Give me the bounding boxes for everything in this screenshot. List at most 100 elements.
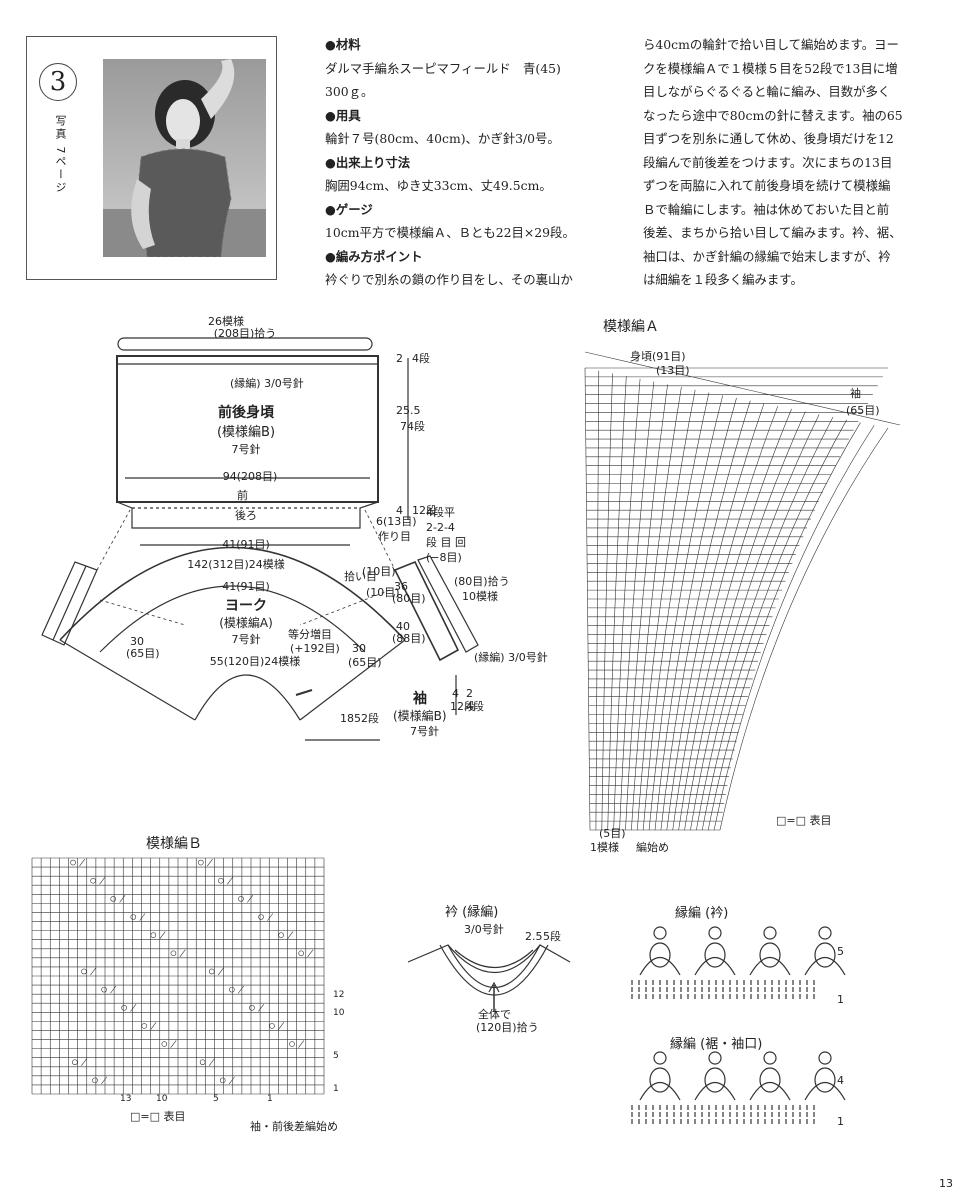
method-line: 袖口は、かぎ針編の縁編で始末しますが、衿 — [643, 248, 891, 264]
collar-pick: 全体で — [478, 1007, 511, 1021]
yoke-width-label: 41(91目) — [222, 580, 270, 593]
yoke-outer-label: 142(312目)24模様 — [187, 557, 285, 571]
yoke-needle: 7号針 — [232, 632, 261, 646]
chart-a-grid — [584, 351, 901, 831]
body-height-3-rows: 12段 — [412, 503, 437, 517]
yoke-side-left-2: (65目) — [126, 647, 160, 660]
chart-b-row-5: 5 — [333, 1051, 339, 1061]
chart-b-col-10: 10 — [156, 1094, 168, 1104]
yoke-side-right: 30 — [352, 642, 366, 655]
method-line: クを模様編Ａで１模様５目を52段で13目に増 — [643, 60, 898, 76]
pattern-number-badge: 3 — [39, 63, 77, 101]
instructions-column-2: ら40cmの輪針で拾い目して編始めます。ヨー クを模様編Ａで１模様５目を52段で… — [643, 33, 918, 292]
yoke-title: ヨーク — [225, 598, 267, 614]
yoke-side-left: 30 — [130, 635, 144, 648]
tools-heading: 用具 — [325, 104, 625, 128]
sleeve-side: 4 — [452, 687, 459, 700]
collar-height: 2.5 — [525, 930, 543, 943]
short-rows-label: 4段平 — [426, 505, 455, 519]
chart-a-body-label: 身頃(91目) — [630, 349, 686, 363]
yoke-increase: 等分増目 — [288, 627, 332, 641]
sleeve-pick: (80目)拾う — [454, 574, 510, 588]
chart-b-col-1: 1 — [267, 1094, 273, 1104]
method-line: 目しながらぐるぐると輪に編み、目数が多く — [643, 84, 891, 99]
size-heading: 出来上り寸法 — [325, 151, 625, 175]
collar-edging-row-5: 5 — [837, 945, 844, 958]
chart-b-row-10: 10 — [333, 1008, 345, 1018]
pickup-10b: (10目) — [366, 586, 400, 599]
instructions-column-1: 材料 ダルマ手編糸スーピマフィールド 青(45) 300ｇ。 用具 輪針７号(8… — [325, 33, 625, 292]
collar-diagram — [407, 944, 571, 1012]
chart-a-bottom-1: (5目) — [599, 827, 626, 840]
back-label: 後ろ — [235, 508, 257, 522]
body-height-2-rows: 74段 — [400, 419, 425, 433]
yoke-increase-2: (+192目) — [290, 642, 340, 655]
chart-b-title: 模様編Ｂ — [146, 836, 202, 852]
chart-a-bottom-3: 編始め — [636, 840, 669, 854]
sleeve-side-4: 4段 — [466, 699, 484, 713]
chart-a-bottom-2: 1模様 — [590, 840, 619, 854]
body-schematic — [41, 337, 479, 741]
method-heading: 編み方ポイント — [325, 245, 625, 269]
photo-page-reference: 写真 7ページ — [54, 115, 67, 195]
short-rows-3: 段 目 回 — [426, 535, 466, 549]
short-rows-4: (−8目) — [426, 551, 462, 564]
hem-edging-title: 縁編 (裾・袖口) — [670, 1036, 762, 1052]
collar-needle: 3/0号針 — [464, 922, 504, 936]
gauge-line: 10cm平方で模様編Ａ、Ｂとも22目×29段。 — [325, 225, 575, 240]
method-line: Ｂで輪編にします。袖は休めておいた目と前 — [643, 201, 890, 217]
chart-b-row-12: 12 — [333, 990, 344, 1000]
method-line: 目ずつを別糸に通して休め、後身頃だけを12 — [643, 131, 894, 146]
sleeve-88: (88目) — [392, 632, 426, 645]
collar-edging-chart — [631, 926, 846, 999]
sleeve-pick-2: 10模様 — [462, 589, 498, 603]
method-line: は細編を１段多く編みます。 — [643, 272, 803, 287]
method-line: 後差、まちから拾い目して編みます。衿、裾、 — [643, 225, 902, 240]
chart-b-start: 袖・前後差編始め — [250, 1119, 338, 1133]
body-title: 前後身頃 — [218, 404, 275, 421]
method-line: 衿ぐりで別糸の鎖の作り目をし、その裏山か — [325, 272, 573, 287]
yoke-inner-label: 55(120目)24模様 — [210, 654, 301, 668]
body-edge-label: (縁編) 3/0号針 — [230, 376, 304, 390]
collar-pick-2: (120目)拾う — [476, 1020, 539, 1034]
chart-a-sleeve-label-2: (65目) — [846, 404, 880, 417]
collar-edging-title: 縁編 (衿) — [675, 905, 728, 921]
sleeve-edge: (縁編) 3/0号針 — [474, 650, 548, 664]
page-number: 13 — [939, 1177, 953, 1190]
body-width: 94(208目) — [223, 470, 278, 483]
size-line: 胸囲94cm、ゆき丈33cm、丈49.5cm。 — [325, 178, 552, 193]
chart-a-body-label-2: (13目) — [656, 364, 690, 377]
short-rows-2: 2-2-4 — [426, 521, 455, 534]
sleeve-40: 40 — [396, 620, 410, 633]
sleeve-pattern: (模様編B) — [393, 708, 447, 723]
tools-line: 輪針７号(80cm、40cm)、かぎ針3/0号。 — [325, 131, 560, 146]
body-pattern: (模様編B) — [217, 424, 275, 440]
sleeve-80: (80目) — [392, 592, 426, 605]
hem-edging-chart — [631, 1051, 846, 1124]
sleeve-needle: 7号針 — [410, 724, 439, 738]
photo-panel: 3 写真 7ページ — [26, 36, 277, 280]
model-photo — [103, 59, 266, 257]
sleeve-36: 36 — [394, 580, 408, 593]
chart-b-row-1: 1 — [333, 1084, 339, 1094]
gusset-label-2: 作り目 — [378, 530, 411, 543]
hem-edging-row-1: 1 — [837, 1115, 844, 1128]
chart-a-sleeve-label: 袖 — [850, 386, 861, 400]
body-needle: 7号針 — [232, 442, 261, 456]
front-label: 前 — [237, 488, 248, 502]
sleeve-length: 18 — [340, 712, 354, 725]
yoke-side-right-2: (65目) — [348, 656, 382, 669]
sleeve-title: 袖 — [413, 690, 427, 707]
body-height-1: 2 — [396, 352, 403, 365]
body-height-3: 4 — [396, 504, 403, 517]
materials-heading: 材料 — [325, 33, 625, 57]
chart-b-legend: □=□ 表目 — [130, 1109, 186, 1123]
collar-edging-row-1: 1 — [837, 993, 844, 1006]
method-line: ずつを両脇に入れて前後身頃を続けて模様編 — [643, 178, 891, 193]
yoke-pattern: (模様編A) — [219, 615, 273, 630]
hem-pick-label: 26模様 — [208, 314, 244, 328]
method-line: 段編んで前後差をつけます。次にまちの13目 — [643, 154, 893, 170]
materials-line-1: ダルマ手編糸スーピマフィールド 青(45) — [325, 60, 561, 76]
chart-b-col-13: 13 — [120, 1094, 131, 1104]
sleeve-side-3: 2 — [466, 687, 473, 700]
